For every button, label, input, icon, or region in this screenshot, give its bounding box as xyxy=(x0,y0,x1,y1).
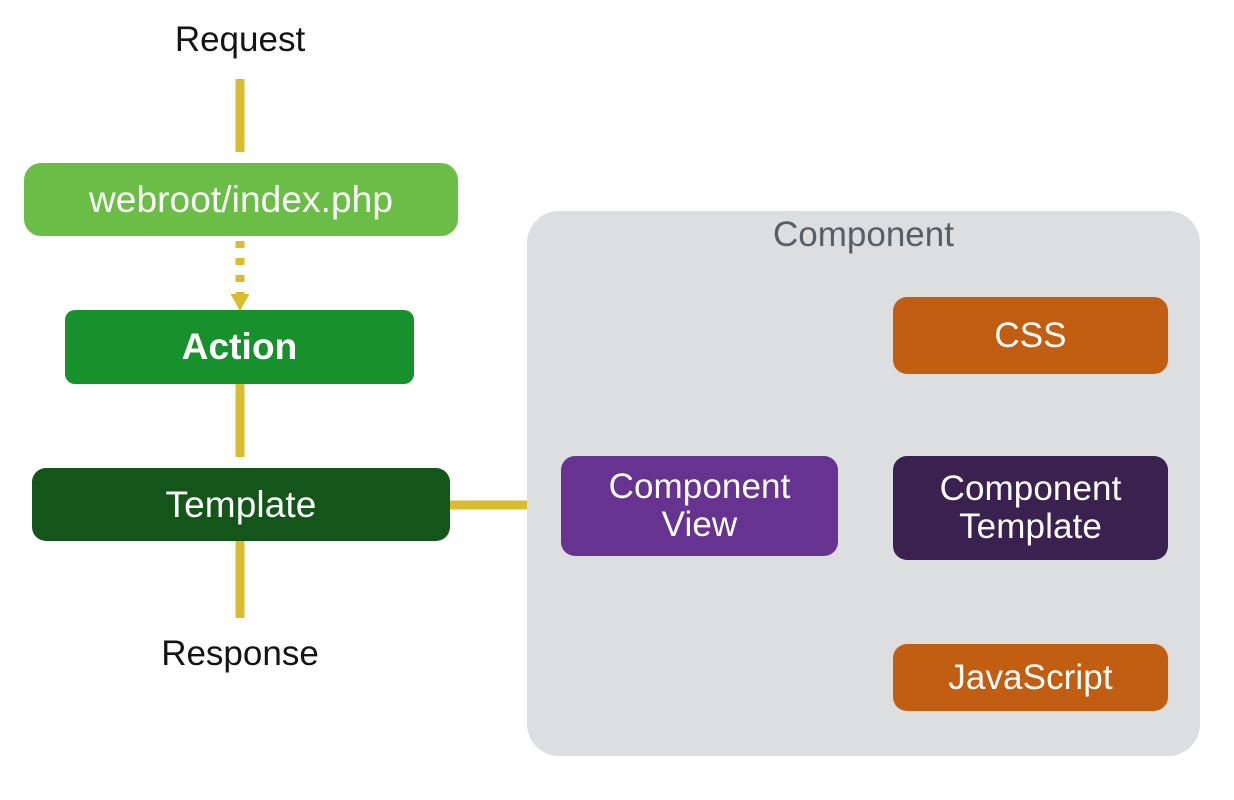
connector-webroot-to-action xyxy=(230,241,250,311)
node-webroot-index-php-label: webroot/index.php xyxy=(88,178,394,220)
node-action-label: Action xyxy=(181,326,298,368)
node-template[interactable]: Template xyxy=(32,468,450,541)
node-action[interactable]: Action xyxy=(65,310,414,384)
node-css-label: CSS xyxy=(994,315,1067,355)
node-component-view-label: Component View xyxy=(608,467,791,544)
node-component-template-label: Component Template xyxy=(939,469,1122,546)
node-component-template[interactable]: Component Template xyxy=(893,456,1168,560)
component-group-title: Component xyxy=(773,215,954,254)
node-javascript[interactable]: JavaScript xyxy=(893,644,1168,711)
request-label: Request xyxy=(174,20,306,59)
node-template-label: Template xyxy=(165,483,317,525)
node-webroot-index-php[interactable]: webroot/index.php xyxy=(24,163,458,236)
node-component-view[interactable]: Component View xyxy=(561,456,838,556)
node-javascript-label: JavaScript xyxy=(948,657,1113,697)
node-css[interactable]: CSS xyxy=(893,297,1168,374)
response-label: Response xyxy=(161,634,319,673)
